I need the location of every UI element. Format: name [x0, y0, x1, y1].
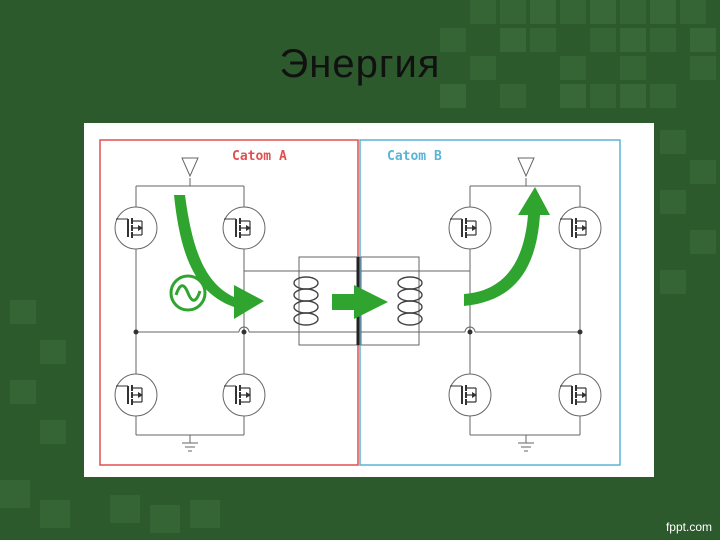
- ac-source-icon: [169, 274, 207, 312]
- energy-arrow-icon: [332, 285, 388, 319]
- ground-icon: [518, 442, 534, 452]
- catom-a-wiring: [135, 178, 299, 443]
- energy-arrow-icon: [464, 187, 550, 306]
- transistor-icon: [114, 373, 158, 417]
- transistor-icon: [222, 373, 266, 417]
- antenna-triangle-icon: [517, 157, 535, 178]
- catom-a-label: Catom A: [232, 149, 287, 164]
- antenna-triangle-icon: [181, 157, 199, 178]
- catom-b-label: Catom B: [387, 149, 442, 164]
- ground-icon: [182, 442, 198, 452]
- transistor-icon: [222, 206, 266, 250]
- transistor-icon: [448, 373, 492, 417]
- transistor-icon: [558, 373, 602, 417]
- energy-arrow-icon: [174, 195, 264, 319]
- transistor-icon: [448, 206, 492, 250]
- transformer-coil-icon: [293, 256, 360, 346]
- diagram-figure: Catom A Catom B: [84, 123, 654, 477]
- slide-title: Энергия: [279, 42, 441, 86]
- circuit-diagram: Catom A Catom B: [99, 139, 621, 466]
- catom-b-wiring: [419, 178, 581, 443]
- watermark: fppt.com: [665, 520, 712, 534]
- transistor-icon: [558, 206, 602, 250]
- transistor-icon: [114, 206, 158, 250]
